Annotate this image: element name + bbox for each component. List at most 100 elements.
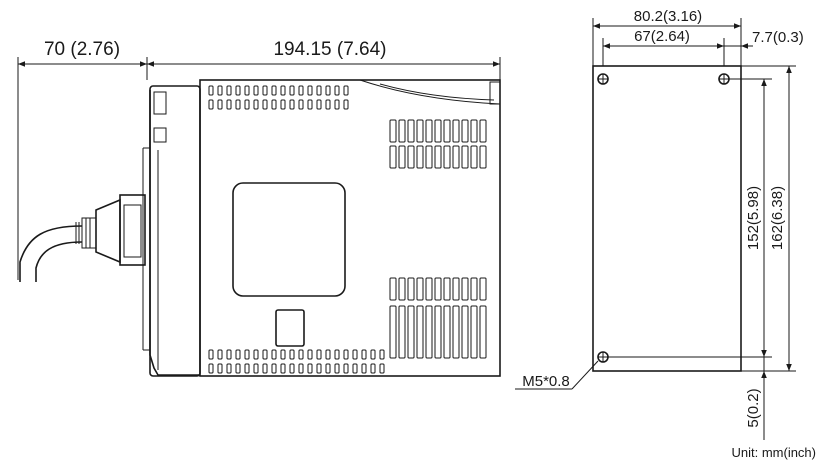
heatsink-panel (232, 182, 346, 297)
vent-slot (425, 119, 433, 143)
vent-slot (298, 99, 304, 110)
vent-slot (280, 99, 286, 110)
vent-slot (298, 349, 304, 360)
vent-slot (217, 85, 223, 96)
vent-slot (416, 145, 424, 169)
vent-grid (389, 145, 487, 169)
vent-slot (389, 145, 397, 169)
vent-slot (235, 363, 241, 374)
mounting-screw-leader (571, 360, 599, 390)
vent-slot (479, 277, 487, 301)
vent-slot (461, 305, 469, 359)
vent-slot (226, 99, 232, 110)
vent-slot (443, 305, 451, 359)
vent-slot (208, 85, 214, 96)
vent-slot (262, 349, 268, 360)
vent-slot (253, 85, 259, 96)
vent-slot (343, 363, 349, 374)
vent-slot (452, 119, 460, 143)
vent-slot (370, 349, 376, 360)
edge-offset-dimension: 7.7(0.3) (752, 29, 804, 46)
vent-slot (479, 119, 487, 143)
depth-dimension: 194.15 (7.64) (273, 39, 386, 60)
vent-slot (244, 99, 250, 110)
vent-slot (235, 99, 241, 110)
mounting-plate (592, 65, 742, 372)
vent-slot (280, 349, 286, 360)
side-view: 70 (2.76) 194.15 (7.64) (17, 39, 501, 377)
vent-slot (407, 119, 415, 143)
top-cover-curve (379, 83, 495, 101)
top-cover-curve (359, 79, 501, 105)
vent-slot (434, 119, 442, 143)
vent-slot (434, 305, 442, 359)
vent-slot (416, 119, 424, 143)
vent-slot (217, 99, 223, 110)
vent-row (208, 99, 349, 110)
vent-slot (280, 363, 286, 374)
vent-slot (226, 85, 232, 96)
vent-slot (398, 145, 406, 169)
connector-inner (123, 204, 142, 258)
vent-slot (244, 349, 250, 360)
vent-slot (280, 85, 286, 96)
vent-slot (343, 99, 349, 110)
vent-slot (334, 349, 340, 360)
vent-slot (325, 349, 331, 360)
vent-slot (271, 99, 277, 110)
vent-slot (307, 363, 313, 374)
overall-height-dimension: 162(6.38) (769, 186, 786, 250)
cable-length-dimension: 70 (2.76) (44, 39, 120, 60)
vent-slot (470, 119, 478, 143)
vent-grid (389, 119, 487, 143)
vent-slot (407, 305, 415, 359)
vent-slot (461, 277, 469, 301)
hole-pitch-height-dimension: 152(5.98) (745, 186, 762, 250)
vent-slot (352, 349, 358, 360)
vent-grid (389, 277, 487, 359)
vent-slot (470, 277, 478, 301)
vent-slot (235, 85, 241, 96)
front-latch (153, 127, 167, 143)
vent-slot (271, 85, 277, 96)
mounting-view: 80.2(3.16) 67(2.64) 7.7(0.3) 152(5.98) 1… (515, 8, 816, 460)
vent-slot (316, 99, 322, 110)
vent-slot (307, 99, 313, 110)
vent-slot (253, 349, 259, 360)
vent-slot (479, 305, 487, 359)
vent-slot (298, 85, 304, 96)
vent-slot (226, 349, 232, 360)
vent-slot (434, 145, 442, 169)
vent-slot (271, 349, 277, 360)
cable-upper (19, 225, 83, 282)
vent-slot (226, 363, 232, 374)
vent-slot (398, 277, 406, 301)
vent-slot (379, 363, 385, 374)
vent-slot (470, 145, 478, 169)
vent-slot (389, 277, 397, 301)
cable-connector (19, 194, 146, 282)
vent-slot (325, 363, 331, 374)
overall-width-dimension: 80.2(3.16) (634, 8, 702, 25)
vent-slot (307, 349, 313, 360)
vent-slot (461, 119, 469, 143)
vent-slot (425, 305, 433, 359)
vent-slot (443, 277, 451, 301)
vent-row (208, 363, 385, 374)
vent-slot (434, 277, 442, 301)
vent-slot (316, 85, 322, 96)
vent-slot (208, 349, 214, 360)
vent-slot (253, 99, 259, 110)
vent-slot (289, 349, 295, 360)
status-window (275, 309, 305, 347)
vent-slot (289, 99, 295, 110)
vent-slot (217, 363, 223, 374)
vent-slot (407, 277, 415, 301)
vent-slot (343, 85, 349, 96)
vent-slot (316, 363, 322, 374)
vent-slot (407, 145, 415, 169)
vent-slot (470, 305, 478, 359)
vent-slot (325, 99, 331, 110)
vent-slot (452, 277, 460, 301)
